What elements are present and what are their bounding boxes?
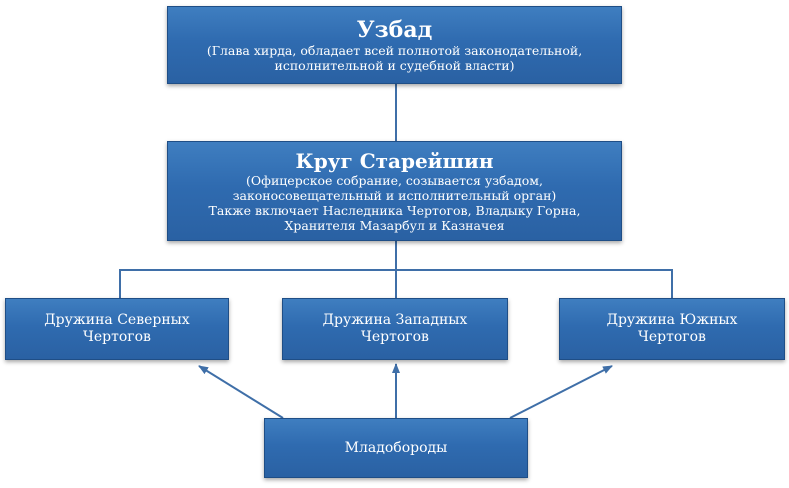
council-desc-line4: Хранителя Мазарбул и Казначея: [284, 218, 505, 233]
uzbad-desc-line1: (Глава хирда, обладает всей полнотой зак…: [206, 43, 583, 58]
uzbad-desc-line2: исполнительной и судебной власти): [274, 58, 515, 73]
south-squad-box: Дружина Южных Чертогов: [559, 298, 785, 360]
arrow-youth-south: [509, 365, 613, 419]
uzbad-title: Узбад: [356, 17, 433, 43]
council-desc-line2: законосовещательный и исполнительный орг…: [232, 188, 557, 203]
west-squad-line2: Чертогов: [361, 329, 429, 345]
north-squad-line1: Дружина Северных: [44, 312, 190, 328]
north-squad-line2: Чертогов: [83, 329, 151, 345]
council-box: Круг Старейшин (Офицерское собрание, соз…: [167, 141, 622, 241]
south-squad-line1: Дружина Южных: [606, 312, 738, 328]
council-desc-line1: (Офицерское собрание, созывается узбадом…: [246, 173, 543, 188]
uzbad-box: Узбад (Глава хирда, обладает всей полнот…: [167, 6, 622, 84]
west-squad-box: Дружина Западных Чертогов: [282, 298, 508, 360]
youth-box: Младобороды: [264, 418, 528, 478]
west-squad-line1: Дружина Западных: [322, 312, 468, 328]
south-squad-line2: Чертогов: [638, 329, 706, 345]
council-desc-line3: Также включает Наследника Чертогов, Влад…: [208, 203, 581, 218]
youth-label: Младобороды: [344, 439, 448, 456]
north-squad-box: Дружина Северных Чертогов: [5, 298, 229, 360]
council-title: Круг Старейшин: [295, 149, 494, 173]
arrow-youth-north: [198, 365, 284, 419]
